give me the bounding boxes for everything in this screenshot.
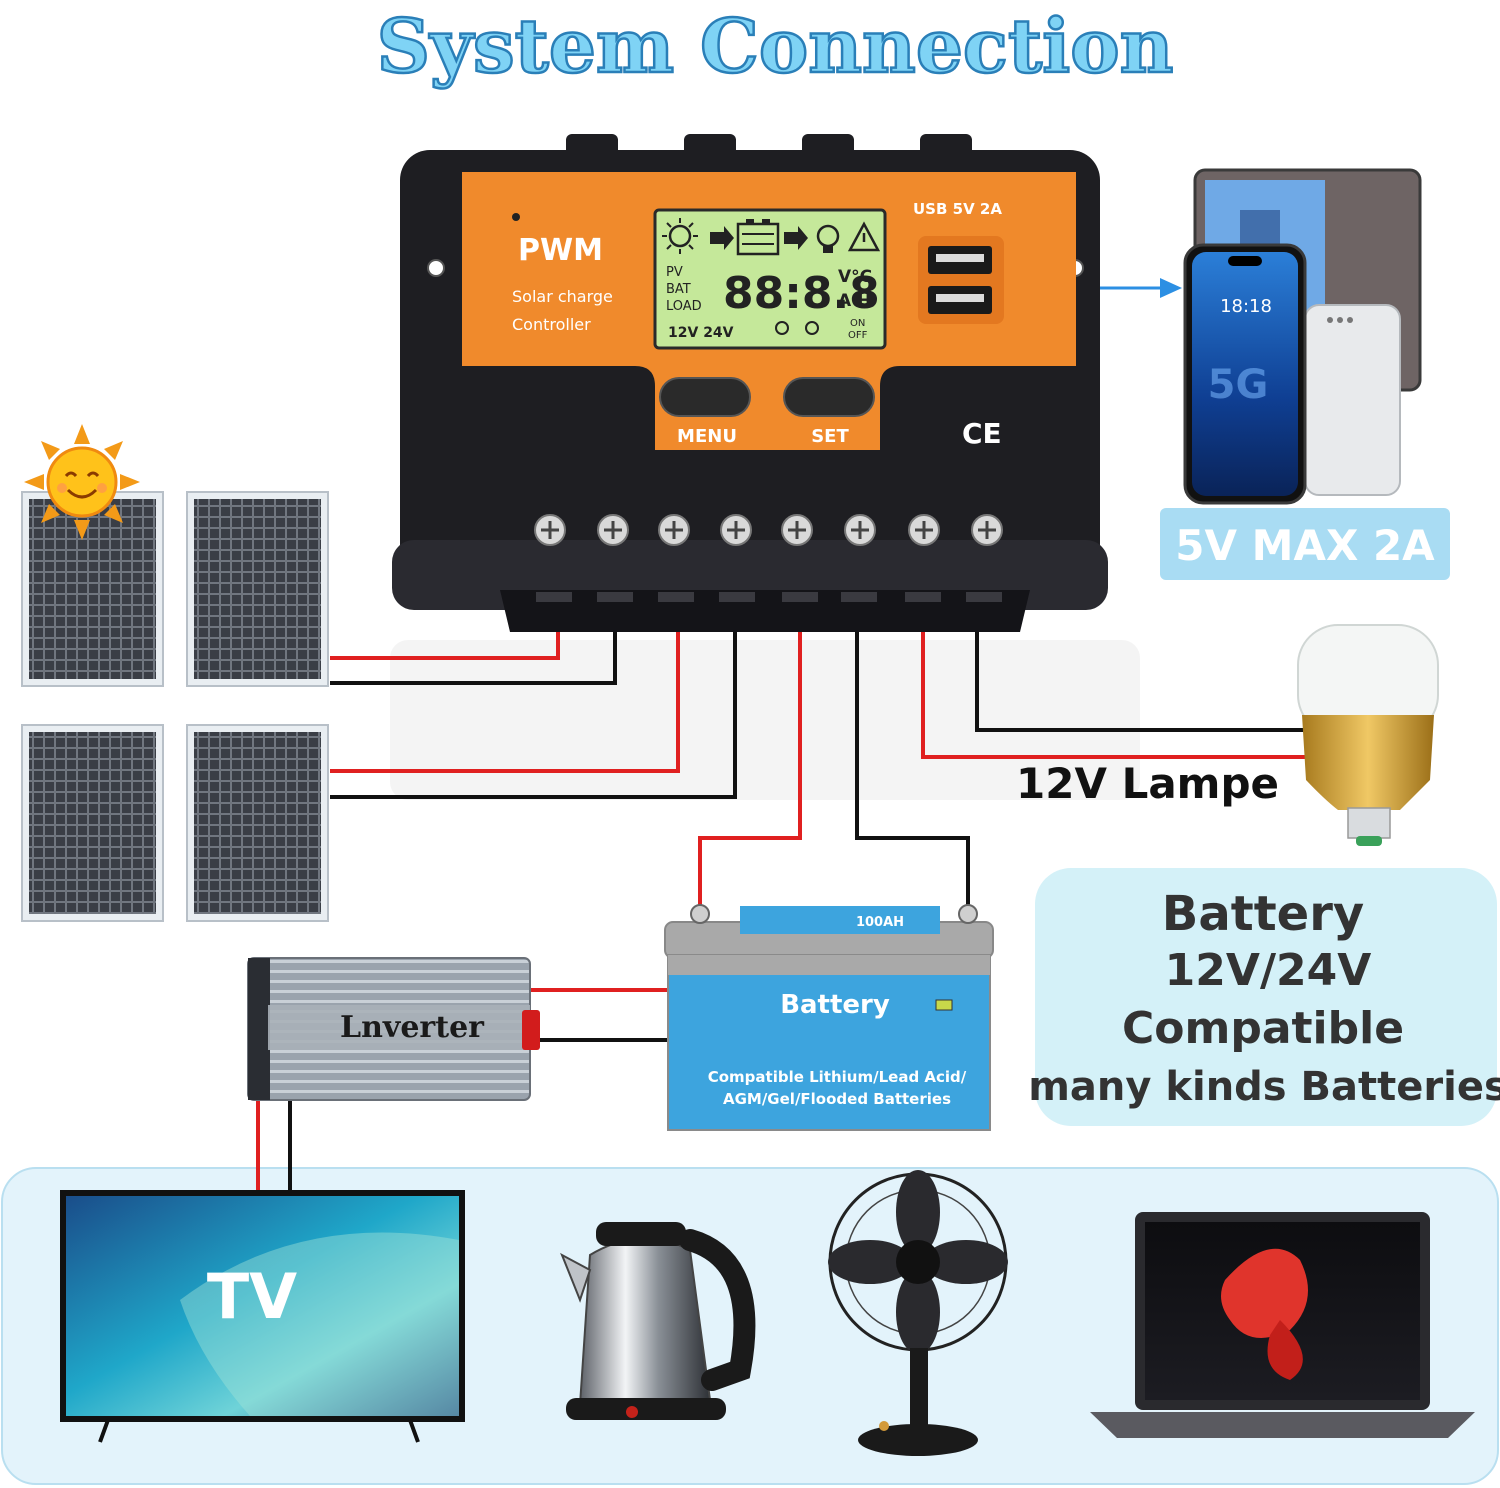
terminal-screw xyxy=(658,514,690,546)
terminal-block xyxy=(534,514,1003,602)
solar-panels xyxy=(21,491,329,922)
set-label: SET xyxy=(811,426,849,447)
lcd-arrow-icon xyxy=(710,226,734,250)
lcd-row-load: LOAD xyxy=(666,299,702,314)
lcd-battery-icon xyxy=(736,219,780,256)
battery-indicator xyxy=(935,999,953,1011)
power-bank-icon xyxy=(1304,304,1401,496)
charge-controller: PWM Solar charge Controller xyxy=(392,134,1108,632)
inverter-label: Lnverter xyxy=(340,1010,485,1045)
terminal-screw xyxy=(597,514,629,546)
smartphone-icon: 18:18 5G xyxy=(1183,243,1307,505)
svg-text:5G: 5G xyxy=(1208,362,1269,408)
wire-load-positive xyxy=(921,600,1305,759)
laptop-icon xyxy=(1090,1212,1475,1438)
lcd-on-label: ON xyxy=(850,318,865,329)
lcd-bulb-icon xyxy=(816,224,840,253)
battery-info-line3: Compatible xyxy=(1122,1003,1404,1054)
solar-panel xyxy=(186,724,329,922)
menu-label: MENU xyxy=(677,426,737,447)
usb-devices: 18:18 5G xyxy=(1183,168,1422,505)
controller-reflection xyxy=(390,640,1140,800)
lcd-off-label: OFF xyxy=(848,330,868,341)
battery-compat-line2: AGM/Gel/Flooded Batteries xyxy=(723,1090,951,1108)
wire-battery-positive xyxy=(698,600,802,910)
sun-icon xyxy=(24,424,140,540)
terminal-screw xyxy=(720,514,752,546)
ce-mark: CE xyxy=(962,417,1002,450)
lcd-timer-icon xyxy=(775,321,819,335)
set-button[interactable] xyxy=(783,377,875,417)
tv-icon: TV xyxy=(60,1190,465,1443)
svg-text:18:18: 18:18 xyxy=(1220,296,1272,317)
fan-icon xyxy=(828,1170,1008,1456)
battery-info-line1: Battery xyxy=(1162,886,1364,942)
lcd-row-bat: BAT xyxy=(666,282,691,297)
solar-panel xyxy=(186,491,329,687)
lcd-units-bottom: A H xyxy=(838,291,871,311)
inverter-icon: Lnverter xyxy=(247,957,540,1101)
terminal-screw xyxy=(844,514,876,546)
wire-pv2-negative xyxy=(330,600,737,799)
solar-panel xyxy=(21,724,164,922)
battery-info-line2: 12V/24V xyxy=(1165,945,1372,996)
lcd-sun-icon xyxy=(662,218,698,254)
kettle-icon xyxy=(560,1222,756,1420)
wire-pv2-positive xyxy=(330,600,680,773)
usb-output-label: 5V MAX 2A xyxy=(1160,508,1450,580)
controller-subtitle-line2: Controller xyxy=(512,315,591,334)
page-title: System Connection xyxy=(377,4,1174,90)
terminal-screw xyxy=(534,514,566,546)
usb-port[interactable] xyxy=(928,286,992,314)
solar-panel xyxy=(21,491,164,687)
terminal-screw xyxy=(781,514,813,546)
controller-subtitle-line1: Solar charge xyxy=(512,287,613,306)
lamp-label: 12V Lampe xyxy=(1016,759,1279,808)
battery-label: Battery xyxy=(780,990,890,1020)
lcd-units-top: V°C xyxy=(838,267,872,287)
battery-compat-line1: Compatible Lithium/Lead Acid/ xyxy=(708,1068,967,1086)
wire-load-negative xyxy=(975,600,1305,732)
lcd-arrow-icon xyxy=(784,226,808,250)
tv-label: TV xyxy=(207,1260,297,1333)
battery-info-box: Battery 12V/24V Compatible many kinds Ba… xyxy=(1028,868,1500,1126)
battery-top-label: 100AH xyxy=(856,915,904,930)
usb-port[interactable] xyxy=(928,246,992,274)
lcd-voltages: 12V 24V xyxy=(668,325,734,341)
controller-brand: PWM xyxy=(518,233,603,268)
usb-label: USB 5V 2A xyxy=(913,200,1002,218)
usb-output-label-text: 5V MAX 2A xyxy=(1175,521,1435,570)
battery-info-line4: many kinds Batteries xyxy=(1028,1064,1500,1110)
terminal-screw xyxy=(908,514,940,546)
lcd-display: PV BAT LOAD 88:8.8 V°C A H 12V 24V ON OF… xyxy=(653,208,887,350)
usb-output-arrow-head xyxy=(1160,278,1182,298)
lcd-digits: 88:8.8 xyxy=(723,268,880,319)
lcd-warning-icon xyxy=(847,221,881,252)
lamp-icon xyxy=(1297,624,1439,846)
battery-icon: 100AH Battery Compatible Lithium/Lead Ac… xyxy=(664,904,994,1131)
terminal-screw xyxy=(971,514,1003,546)
lcd-row-pv: PV xyxy=(666,265,683,280)
menu-button[interactable] xyxy=(659,377,751,417)
wire-battery-negative xyxy=(855,600,970,910)
